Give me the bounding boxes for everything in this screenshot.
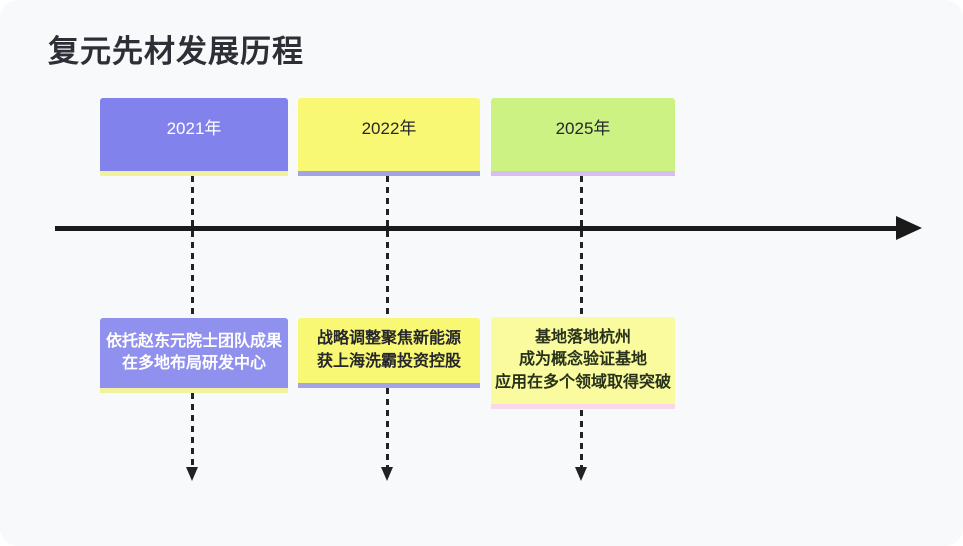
year-box-2022: 2022年 (298, 98, 480, 176)
milestone-text: 依托赵东元院士团队成果 在多地布局研发中心 (105, 332, 282, 372)
year-label: 2022年 (361, 119, 417, 138)
connector-dashed-line-2022-bottom (386, 388, 389, 467)
page-title: 复元先材发展历程 (48, 34, 304, 69)
year-box-2021: 2021年 (100, 98, 288, 176)
connector-dashed-line-2025-bottom (580, 410, 583, 467)
timeline-axis-arrowhead-icon (896, 216, 922, 240)
milestone-box-2022: 战略调整聚焦新能源 获上海洗霸投资控股 (298, 318, 480, 388)
connector-dashed-line-2025-top (580, 176, 583, 317)
year-label: 2021年 (166, 119, 222, 138)
connector-dashed-line-2021-bottom (191, 393, 194, 467)
down-arrowhead-icon (381, 467, 393, 481)
connector-dashed-line-2021-top (191, 176, 194, 317)
year-label: 2025年 (555, 119, 611, 138)
milestone-box-2025: 基地落地杭州 成为概念验证基地 应用在多个领域取得突破 (491, 317, 675, 409)
connector-dashed-line-2022-top (386, 176, 389, 317)
milestone-text: 基地落地杭州 成为概念验证基地 应用在多个领域取得突破 (494, 328, 671, 391)
timeline-axis-line (55, 226, 898, 231)
milestone-text: 战略调整聚焦新能源 获上海洗霸投资控股 (316, 330, 461, 370)
down-arrowhead-icon (575, 467, 587, 481)
down-arrowhead-icon (186, 467, 198, 481)
milestone-box-2021: 依托赵东元院士团队成果 在多地布局研发中心 (100, 318, 288, 393)
year-box-2025: 2025年 (491, 98, 675, 176)
